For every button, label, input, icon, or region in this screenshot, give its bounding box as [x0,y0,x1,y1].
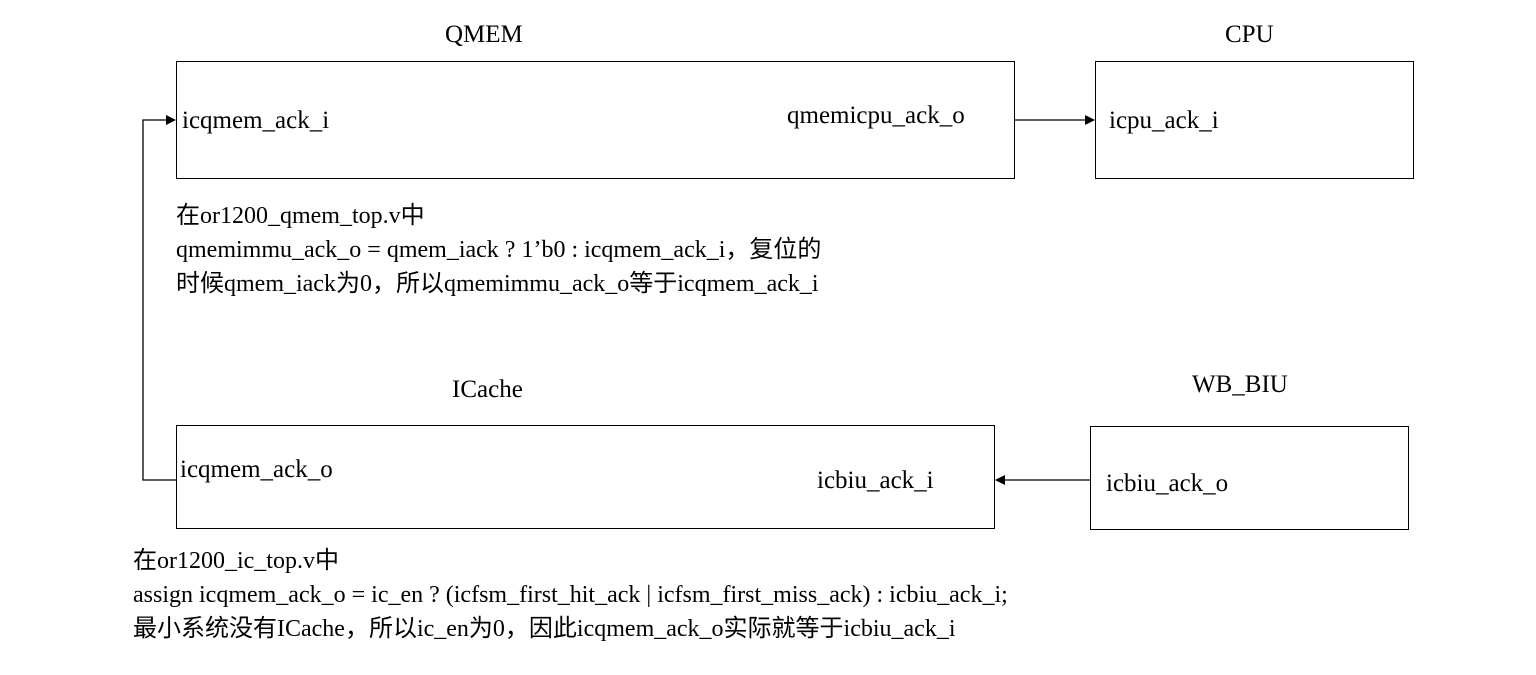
icache-block [176,425,995,529]
cpu-block [1095,61,1414,179]
icache-note-line-2: assign icqmem_ack_o = ic_en ? (icfsm_fir… [133,582,1008,608]
icache-port-icqmem-ack-o: icqmem_ack_o [180,456,333,483]
qmem-title: QMEM [445,21,523,48]
icache-note-line-1: 在or1200_ic_top.v中 [133,548,339,574]
wb-biu-block [1090,426,1409,530]
qmem-port-icqmem-ack-i: icqmem_ack_i [182,107,330,134]
qmem-note: 在or1200_qmem_top.v中 qmemimmu_ack_o = qme… [176,199,821,301]
qmem-note-line-2: qmemimmu_ack_o = qmem_iack ? 1’b0 : icqm… [176,237,822,263]
wb-biu-port-icbiu-ack-o: icbiu_ack_o [1106,470,1229,497]
icache-title: ICache [452,376,523,403]
icache-note: 在or1200_ic_top.v中 assign icqmem_ack_o = … [133,544,1008,646]
qmem-note-line-3: 时候qmem_iack为0，所以qmemimmu_ack_o等于icqmem_a… [176,271,819,297]
cpu-port-icpu-ack-i: icpu_ack_i [1109,107,1219,134]
wb-biu-title: WB_BIU [1192,371,1288,398]
qmem-block [176,61,1015,179]
qmem-note-line-1: 在or1200_qmem_top.v中 [176,203,425,229]
qmem-port-qmemicpu-ack-o: qmemicpu_ack_o [787,102,965,129]
icache-port-icbiu-ack-i: icbiu_ack_i [817,467,934,494]
icache-note-line-3: 最小系统没有ICache，所以ic_en为0，因此icqmem_ack_o实际就… [133,616,956,642]
cpu-title: CPU [1225,21,1274,48]
wire-icache-to-qmem [142,115,176,481]
